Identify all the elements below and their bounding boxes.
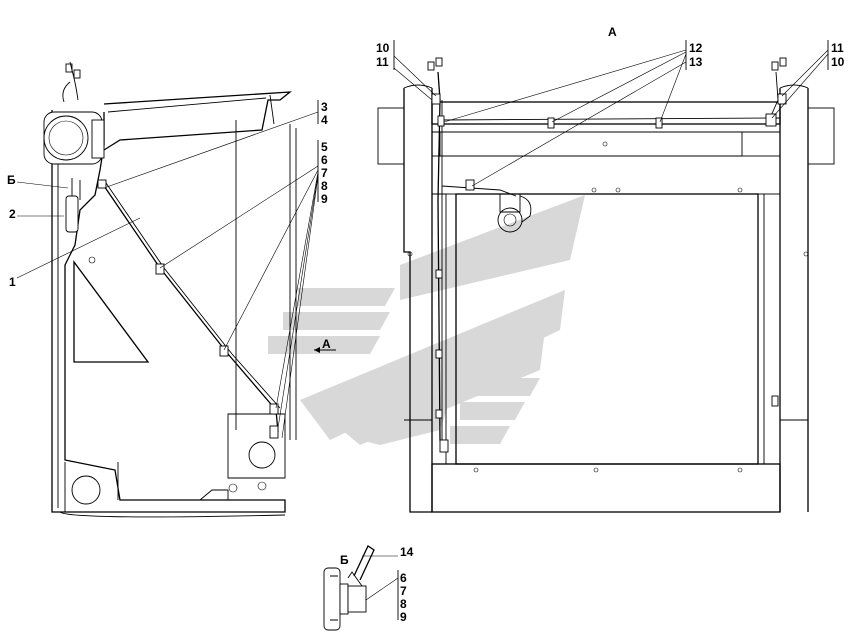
callout-11-right: 11	[831, 41, 844, 55]
callout-8: 8	[321, 179, 328, 193]
callout-9: 9	[321, 192, 328, 206]
detail-b	[323, 545, 399, 631]
callout-10-left: 10	[376, 41, 390, 55]
detail-callout-6: 6	[400, 571, 407, 585]
side-view	[43, 61, 297, 518]
front-view	[377, 57, 835, 513]
callout-7: 7	[321, 166, 328, 180]
callout-14: 14	[400, 545, 414, 559]
detail-callout-7: 7	[400, 584, 407, 598]
callout-b-left: Б	[7, 173, 16, 187]
view-a-arrow	[314, 347, 336, 353]
callout-12: 12	[689, 41, 703, 55]
view-a-title: А	[608, 25, 617, 39]
callout-10-right: 10	[831, 55, 845, 69]
right-leader-lines	[393, 40, 829, 187]
callout-1: 1	[9, 275, 16, 289]
detail-callout-8: 8	[400, 597, 407, 611]
detail-callout-9: 9	[400, 610, 407, 624]
callout-3: 3	[321, 100, 328, 114]
left-leader-lines	[16, 100, 319, 439]
view-b-title: Б	[340, 553, 349, 567]
callout-11-left: 11	[376, 55, 389, 69]
callout-2: 2	[9, 207, 16, 221]
callout-4: 4	[321, 113, 328, 127]
callout-6: 6	[321, 153, 328, 167]
watermark-logo	[268, 195, 585, 445]
callout-5: 5	[321, 140, 328, 154]
callout-13: 13	[689, 55, 703, 69]
labels: А А Б Б 2 1 3 4 5 6 7 8 9 10 11 12 13 11…	[7, 25, 845, 624]
view-a-arrow-label: А	[322, 337, 331, 351]
